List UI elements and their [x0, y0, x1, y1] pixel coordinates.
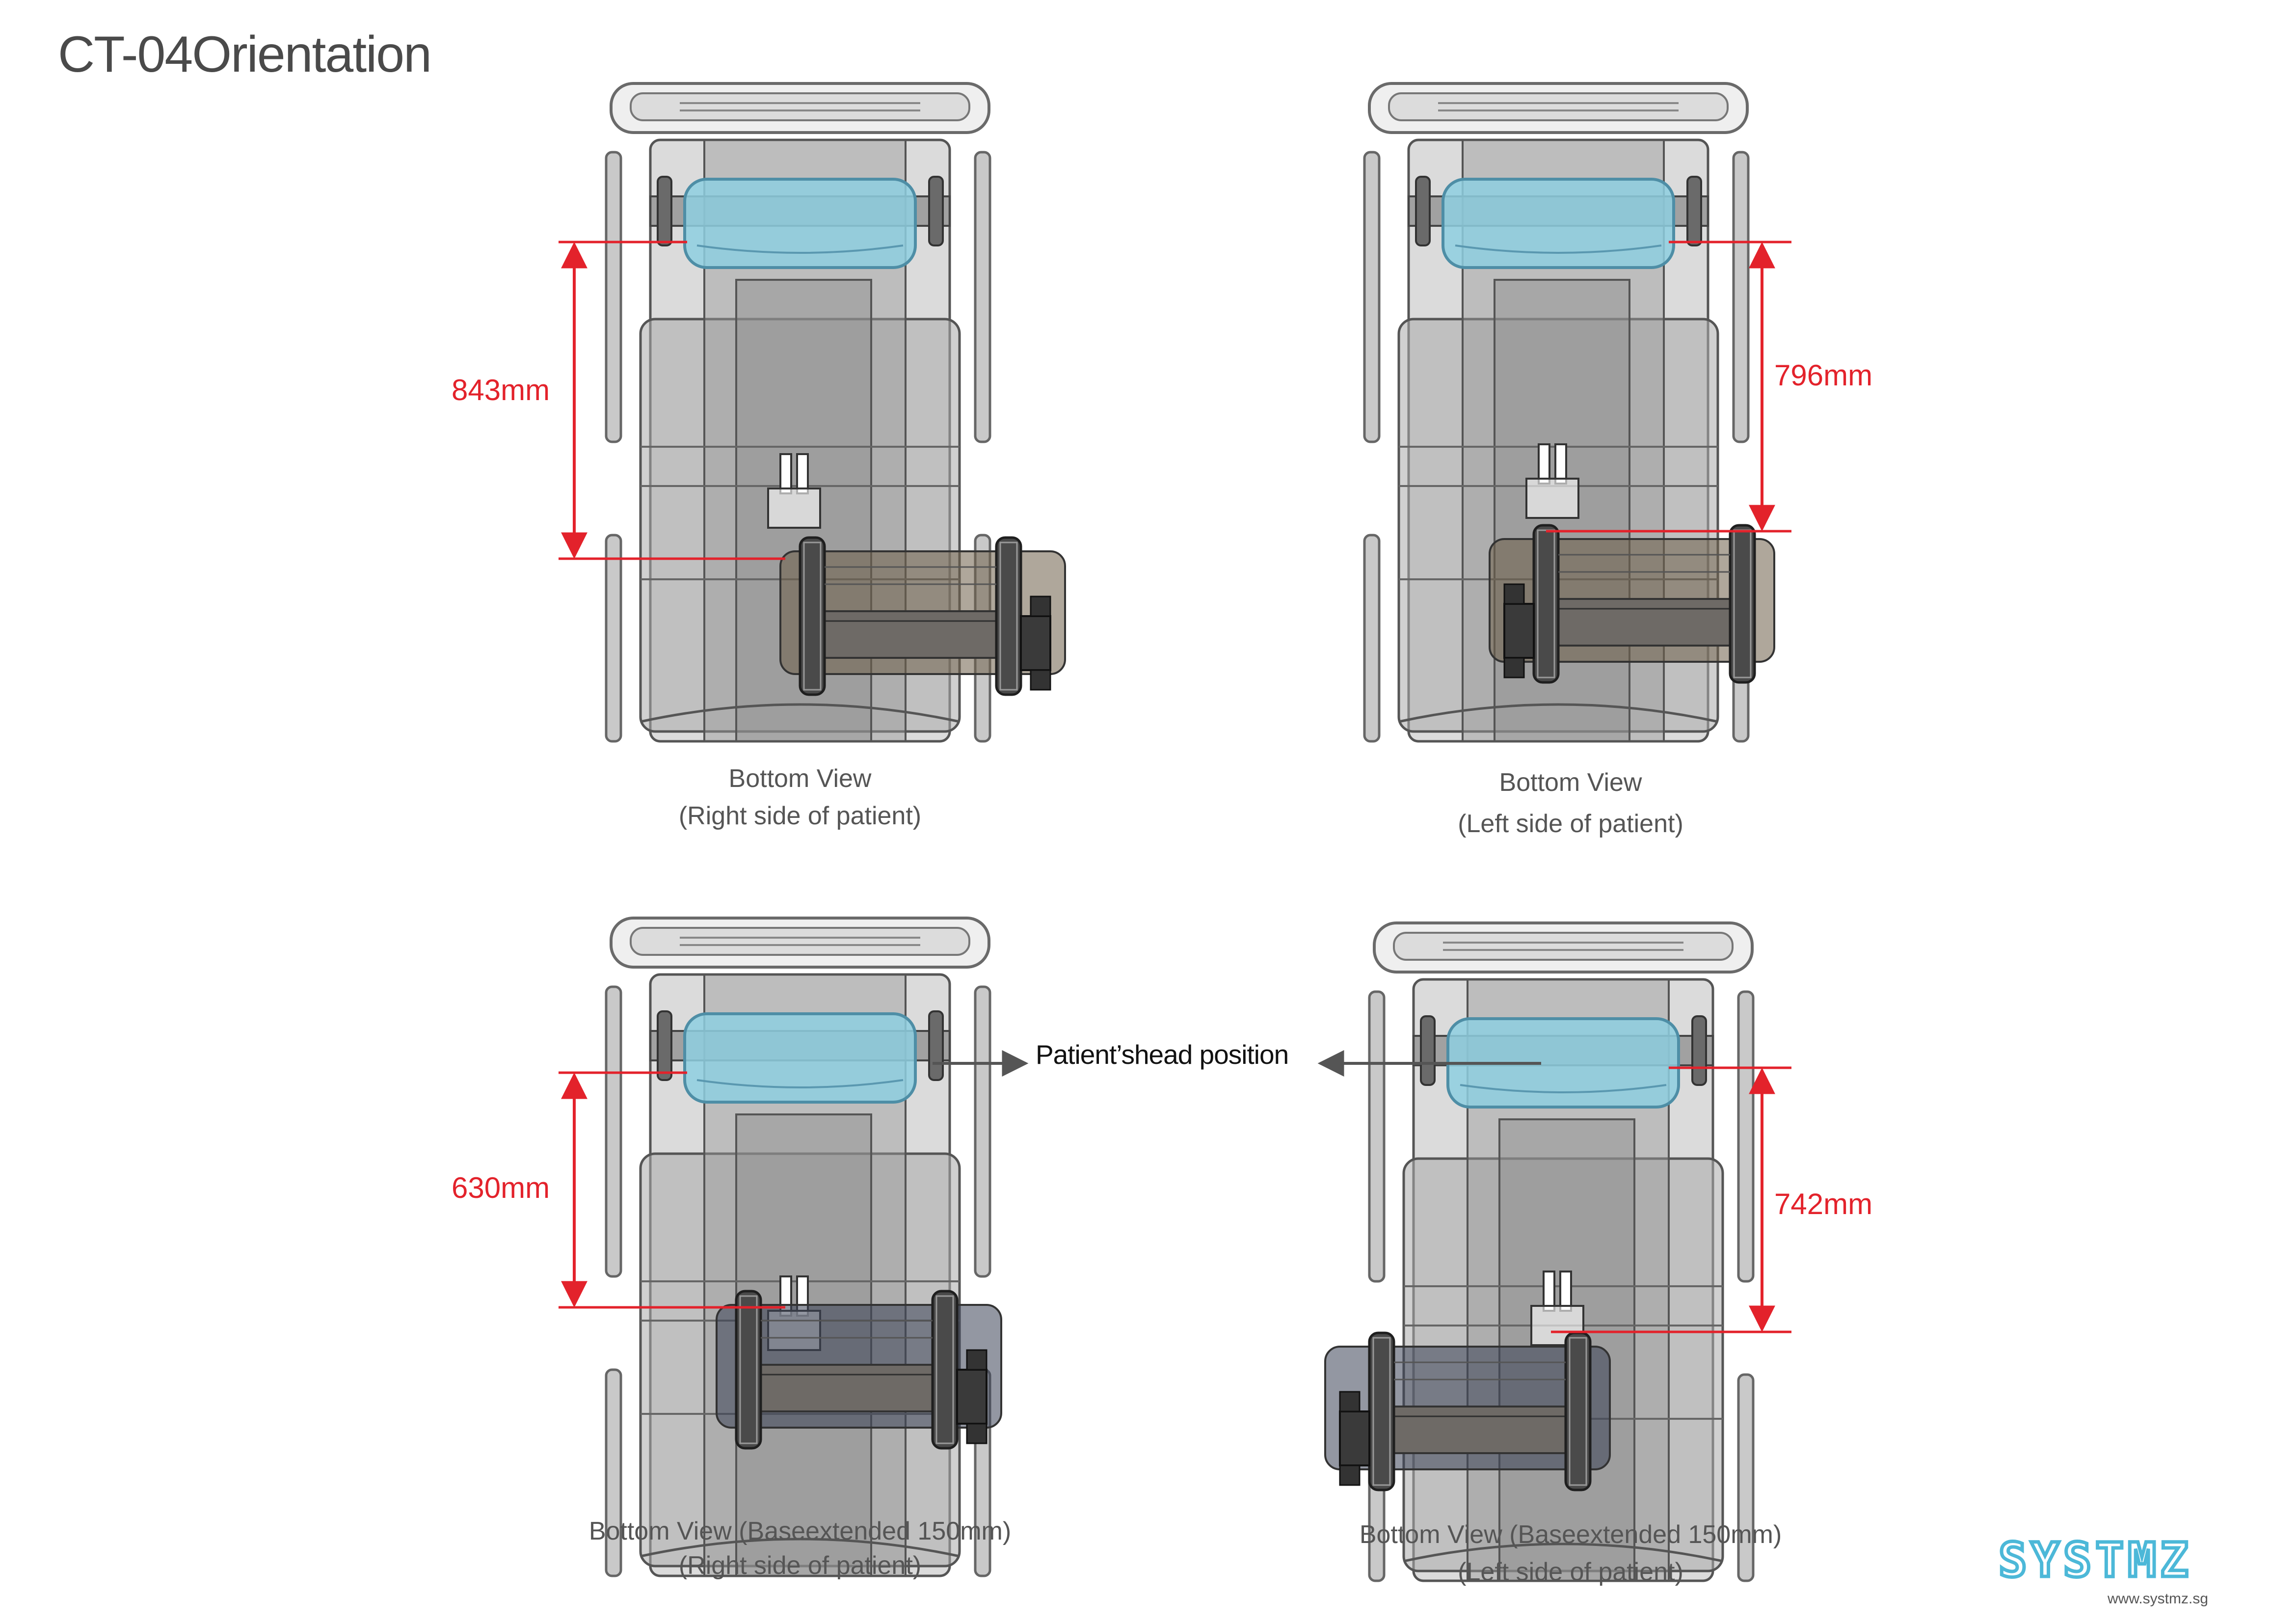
caption-right-line1: Bottom View [728, 764, 872, 793]
caption-left-line2: (Left side of patient) [1458, 810, 1683, 838]
table-drawing-right [606, 83, 1065, 741]
dimension-843 [559, 241, 785, 560]
caption-extended-right: Bottom View (Baseextended 150mm) (Right … [555, 1514, 1045, 1583]
caption-extended-left-line1: Bottom View (Baseextended 150mm) [1359, 1520, 1782, 1549]
caption-left-line1: Bottom View [1499, 768, 1642, 797]
dimension-630 [559, 1071, 785, 1309]
caption-left-side: Bottom View (Left side of patient) [1350, 762, 1791, 844]
table-drawing-extended-right [606, 918, 1001, 1576]
systmz-logo: SYSTMZ [1997, 1531, 2192, 1590]
dimension-796 [1546, 241, 1791, 533]
page-title: CT-04Orientation [58, 26, 432, 83]
head-position-callout: Patient’shead position [1036, 1039, 1289, 1070]
table-drawing-extended-left [1325, 923, 1753, 1581]
caption-extended-left-line2: (Left side of patient) [1458, 1558, 1683, 1586]
caption-extended-right-line1: Bottom View (Baseextended 150mm) [588, 1517, 1012, 1545]
caption-right-side: Bottom View (Right side of patient) [579, 760, 1021, 835]
caption-right-line2: (Right side of patient) [678, 802, 922, 830]
dimension-742 [1551, 1066, 1791, 1333]
dimension-label-630: 630mm [452, 1171, 550, 1204]
caption-extended-left: Bottom View (Baseextended 150mm) (Left s… [1310, 1516, 1831, 1591]
table-drawing-left [1364, 83, 1774, 741]
website-url: www.systmz.sg [2108, 1591, 2209, 1607]
caption-extended-right-line2: (Right side of patient) [678, 1551, 922, 1580]
dimension-label-843: 843mm [452, 374, 550, 406]
dimension-label-742: 742mm [1774, 1188, 1873, 1220]
dimension-label-796: 796mm [1774, 359, 1873, 392]
